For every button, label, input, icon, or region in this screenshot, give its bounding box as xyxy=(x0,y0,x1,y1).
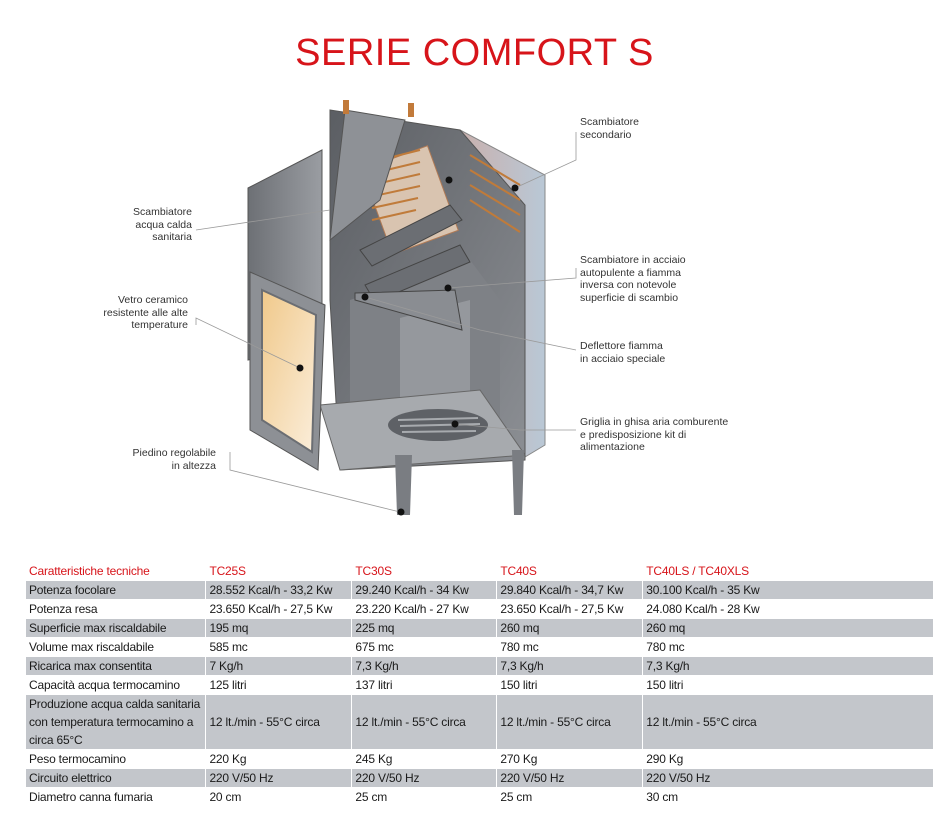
cell: 7,3 Kg/h xyxy=(496,656,644,676)
cell: 25 cm xyxy=(351,787,498,807)
row-label: Potenza focolare xyxy=(26,580,207,600)
cell: 675 mc xyxy=(351,637,498,657)
table-row: Produzione acqua calda sanitaria con tem… xyxy=(26,694,934,750)
cell: 220 V/50 Hz xyxy=(496,768,644,788)
callout-scambiatore-acciaio: Scambiatore in acciaio autopulente a fia… xyxy=(580,254,686,304)
cell: 7,3 Kg/h xyxy=(351,656,498,676)
cell: 150 litri xyxy=(496,675,644,695)
row-label: Ricarica max consentita xyxy=(26,656,207,676)
cell: 780 mc xyxy=(496,637,644,657)
cell: 30 cm xyxy=(642,787,934,807)
cell: 260 mq xyxy=(496,618,644,638)
cell: 220 V/50 Hz xyxy=(351,768,498,788)
cell: 290 Kg xyxy=(642,749,934,769)
cell: 12 lt./min - 55°C circa xyxy=(642,694,934,750)
cell: 780 mc xyxy=(642,637,934,657)
header-tc25s: TC25S xyxy=(205,558,353,581)
cell: 25 cm xyxy=(496,787,644,807)
row-label: Diametro canna fumaria xyxy=(26,787,207,807)
cell: 30.100 Kcal/h - 35 Kw xyxy=(642,580,934,600)
callout-scambiatore-secondario: Scambiatore secondario xyxy=(580,116,639,141)
table-row: Potenza focolare 28.552 Kcal/h - 33,2 Kw… xyxy=(26,580,934,600)
cell: 24.080 Kcal/h - 28 Kw xyxy=(642,599,934,619)
cell: 29.840 Kcal/h - 34,7 Kw xyxy=(496,580,644,600)
row-label: Produzione acqua calda sanitaria con tem… xyxy=(26,694,207,750)
row-label: Capacità acqua termocamino xyxy=(26,675,207,695)
cell: 225 mq xyxy=(351,618,498,638)
row-label: Volume max riscaldabile xyxy=(26,637,207,657)
header-tc30s: TC30S xyxy=(351,558,498,581)
cell: 7 Kg/h xyxy=(205,656,353,676)
cell: 270 Kg xyxy=(496,749,644,769)
header-tc40s: TC40S xyxy=(496,558,644,581)
cell: 137 litri xyxy=(351,675,498,695)
table-row: Circuito elettrico 220 V/50 Hz 220 V/50 … xyxy=(26,768,934,788)
cell: 23.650 Kcal/h - 27,5 Kw xyxy=(496,599,644,619)
cell: 20 cm xyxy=(205,787,353,807)
table-row: Diametro canna fumaria 20 cm 25 cm 25 cm… xyxy=(26,787,934,807)
callout-scambiatore-acqua-calda: Scambiatore acqua calda sanitaria xyxy=(133,206,192,243)
callout-griglia-ghisa: Griglia in ghisa aria comburente e predi… xyxy=(580,416,729,453)
cell: 29.240 Kcal/h - 34 Kw xyxy=(351,580,498,600)
fireplace-cutaway-illustration xyxy=(195,100,577,516)
table-row: Superficie max riscaldabile 195 mq 225 m… xyxy=(26,618,934,638)
callout-vetro-ceramico: Vetro ceramico resistente alle alte temp… xyxy=(103,294,188,331)
cell: 245 Kg xyxy=(351,749,498,769)
cell: 195 mq xyxy=(205,618,353,638)
callout-piedino-regolabile: Piedino regolabile in altezza xyxy=(132,447,216,472)
table-row: Ricarica max consentita 7 Kg/h 7,3 Kg/h … xyxy=(26,656,934,676)
cell: 220 V/50 Hz xyxy=(205,768,353,788)
table-row: Volume max riscaldabile 585 mc 675 mc 78… xyxy=(26,637,934,657)
cell: 220 V/50 Hz xyxy=(642,768,934,788)
specifications-table: Caratteristiche tecniche TC25S TC30S TC4… xyxy=(26,558,934,807)
row-label: Peso termocamino xyxy=(26,749,207,769)
header-caratteristiche: Caratteristiche tecniche xyxy=(26,558,207,581)
callout-deflettore-fiamma: Deflettore fiamma in acciaio speciale xyxy=(580,340,666,365)
table-header-row: Caratteristiche tecniche TC25S TC30S TC4… xyxy=(26,558,934,581)
cell: 12 lt./min - 55°C circa xyxy=(496,694,644,750)
row-label: Potenza resa xyxy=(26,599,207,619)
cell: 28.552 Kcal/h - 33,2 Kw xyxy=(205,580,353,600)
table-row: Capacità acqua termocamino 125 litri 137… xyxy=(26,675,934,695)
cell: 12 lt./min - 55°C circa xyxy=(205,694,353,750)
cell: 260 mq xyxy=(642,618,934,638)
row-label: Superficie max riscaldabile xyxy=(26,618,207,638)
cell: 23.650 Kcal/h - 27,5 Kw xyxy=(205,599,353,619)
cell: 220 Kg xyxy=(205,749,353,769)
cell: 23.220 Kcal/h - 27 Kw xyxy=(351,599,498,619)
header-tc40ls: TC40LS / TC40XLS xyxy=(642,558,934,581)
cell: 12 lt./min - 55°C circa xyxy=(351,694,498,750)
cell: 585 mc xyxy=(205,637,353,657)
row-label: Circuito elettrico xyxy=(26,768,207,788)
table-row: Peso termocamino 220 Kg 245 Kg 270 Kg 29… xyxy=(26,749,934,769)
table-row: Potenza resa 23.650 Kcal/h - 27,5 Kw 23.… xyxy=(26,599,934,619)
cell: 7,3 Kg/h xyxy=(642,656,934,676)
cell: 150 litri xyxy=(642,675,934,695)
cell: 125 litri xyxy=(205,675,353,695)
page-title: SERIE COMFORT S xyxy=(295,32,654,74)
